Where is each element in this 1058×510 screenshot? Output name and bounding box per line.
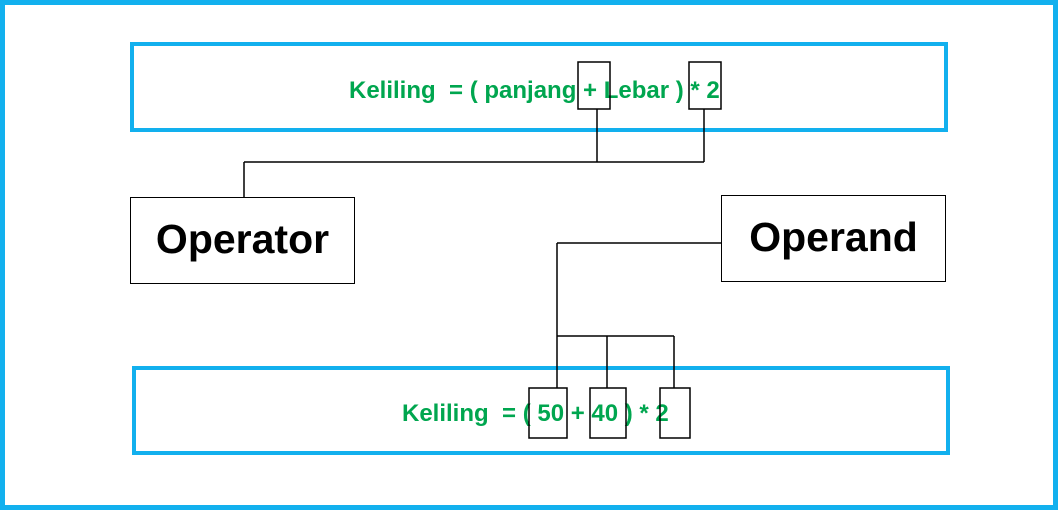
operator-label: Operator [155, 216, 330, 262]
symbolic-formula-box: Keliling = ( panjang + Lebar ) * 2 [130, 42, 948, 132]
numeric-formula-box: Keliling = ( 50 + 40 ) * 2 [132, 366, 950, 455]
operand-box: Operand [721, 195, 946, 282]
operand-label: Operand [749, 214, 918, 260]
operator-box: Operator [130, 197, 355, 284]
symbolic-formula-text: Keliling = ( panjang + Lebar ) * 2 [349, 77, 720, 104]
numeric-formula-text: Keliling = ( 50 + 40 ) * 2 [402, 400, 669, 427]
